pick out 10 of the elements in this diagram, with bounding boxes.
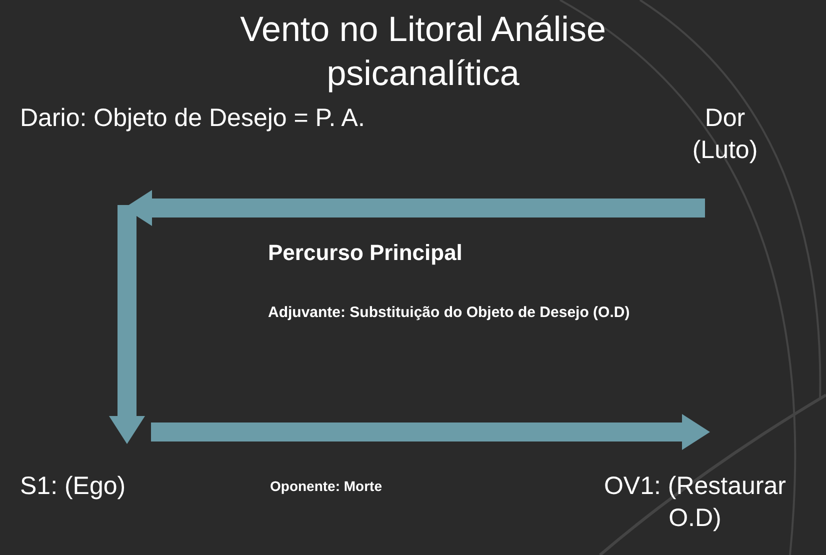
node-text: OV1: (Restaurar O.D) <box>575 470 815 534</box>
annotation: Oponente: Morte <box>270 478 382 494</box>
node-text: Dario: Objeto de Desejo = P. A. <box>20 102 380 134</box>
node-text: Dor (Luto) <box>670 102 780 166</box>
annotation: Adjuvante: Substituição do Objeto de Desejo (O.D) <box>268 304 630 321</box>
arrow <box>109 205 145 444</box>
arrow <box>151 414 710 450</box>
slide-title: Vento no Litoral Análise psicanalítica <box>239 9 607 95</box>
heading: Percurso Principal <box>268 240 462 266</box>
node-text: S1: (Ego) <box>20 452 151 502</box>
